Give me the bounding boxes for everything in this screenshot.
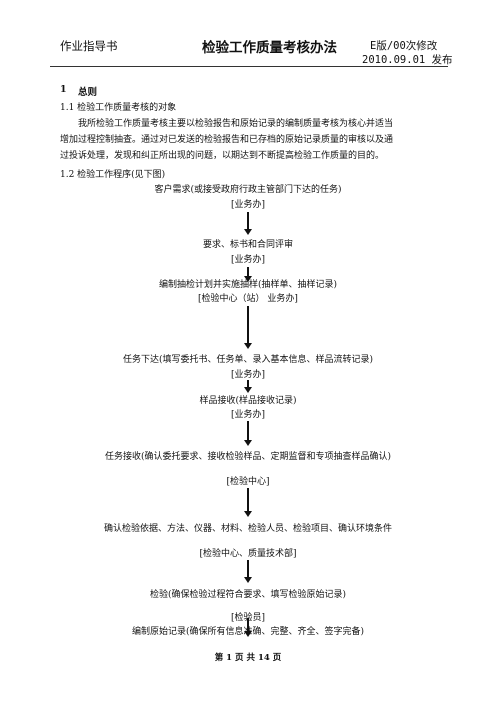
section-title: 总则 xyxy=(78,87,98,98)
flow-arrow xyxy=(244,421,252,446)
flow-step-text: 编制抽检计划并实施抽样(抽样单、抽样记录) xyxy=(158,280,338,290)
flow-arrow xyxy=(244,380,252,393)
paragraph-line-3: 过投诉处理，发现和纠正所出现的问题，以期达到不断提高检验工作质量的目的。 xyxy=(60,151,385,161)
flow-step-text: 样品接收(样品接收记录) xyxy=(199,396,297,406)
paragraph-line-1: 我所检验工作质量考核主要以检验报告和原始记录的编制质量考核为核心并适当 xyxy=(78,119,394,129)
header-divider xyxy=(50,66,448,67)
flow-step-text: 编制原始记录(确保所有信息准确、完整、齐全、签字完备) xyxy=(131,627,365,637)
flow-arrow xyxy=(244,212,252,235)
header-version: E版/00次修改 xyxy=(370,40,438,52)
flow-step-text: 任务下达(填写委托书、任务单、录入基本信息、样品流转记录) xyxy=(122,355,374,365)
flow-step-role: [检验中心（站） 业务办] xyxy=(198,294,298,304)
flow-step-text: 任务接收(确认委托要求、接收检验样品、定期监督和专项抽查样品确认) xyxy=(104,452,392,462)
flow-arrow xyxy=(244,306,252,349)
flow-step-text: 要求、标书和合同评审 xyxy=(202,240,293,250)
flow-arrow xyxy=(244,560,252,583)
flow-step-role: [检验中心、质量技术部] xyxy=(199,549,297,559)
page-footer: 第 1 页 共 14 页 xyxy=(214,653,282,663)
section-number: 1 xyxy=(60,84,67,95)
flow-step-text: 确认检验依据、方法、仪器、材料、检验人员、检验项目、确认环境条件 xyxy=(103,524,392,534)
flow-step-text: 检验(确保检验过程符合要求、填写检验原始记录) xyxy=(149,590,347,600)
document-title: 检验工作质量考核办法 xyxy=(202,40,337,56)
flow-step-text: 客户需求(或接受政府行政主管部门下达的任务) xyxy=(154,185,342,195)
flow-arrow xyxy=(244,267,252,282)
subsection-1-1-heading: 1.1 检验工作质量考核的对象 xyxy=(60,103,177,113)
flow-step-role: [业务办] xyxy=(230,410,266,420)
paragraph-line-2: 增加过程控制抽查。通过对已发送的检验报告和已存档的原始记录质量的审核以及通 xyxy=(60,135,394,145)
flow-step-role: [检验中心] xyxy=(226,477,270,487)
flow-arrow xyxy=(244,618,252,637)
flow-step-role: [业务办] xyxy=(230,255,266,265)
flow-step-role: [业务办] xyxy=(230,200,266,210)
header-date: 2010.09.01 发布 xyxy=(362,54,453,66)
flow-step-role: [业务办] xyxy=(230,370,266,380)
subsection-1-2-heading: 1.2 检验工作程序(见下图) xyxy=(60,170,166,180)
header-doc-type: 作业指导书 xyxy=(60,39,118,53)
flow-arrow xyxy=(244,488,252,517)
